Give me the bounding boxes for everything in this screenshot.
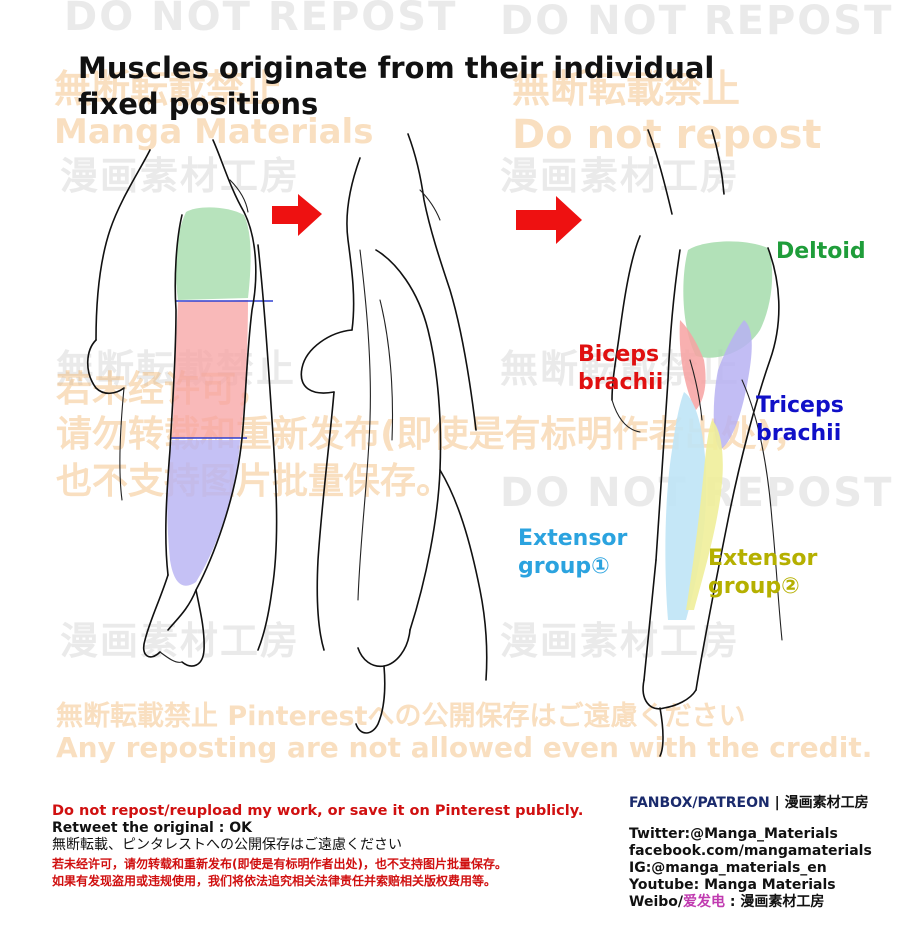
label-extensor-group-2: Extensor group② — [708, 545, 817, 601]
fig1-biceps-region — [172, 300, 248, 438]
label-deltoid-text: Deltoid — [776, 239, 866, 264]
label-biceps-brachii: Biceps brachii — [578, 341, 663, 397]
footer-notice-jp: 無断転載、ピンタレストへの公開保存はご遠慮ください — [52, 837, 402, 853]
label-extensor1-line2: group① — [518, 554, 610, 579]
platform-link[interactable]: FANBOX/PATREON — [629, 795, 770, 811]
platform-separator: | — [774, 795, 780, 811]
footer-notice: Do not repost/reupload my work, or save … — [52, 803, 583, 890]
arrow-right-icon — [516, 196, 582, 244]
footer-notice-cn-2: 如果有发现盗用或违规使用，我们将依法追究相关法律责任并索赔相关版权费用等。 — [52, 874, 497, 888]
label-extensor-group-1: Extensor group① — [518, 525, 627, 581]
label-extensor2-line1: Extensor — [708, 546, 818, 571]
fig1-forearm-region — [167, 440, 240, 586]
figure-3-muscle-map — [611, 129, 783, 757]
footer-notice-repost: Do not repost/reupload my work, or save … — [52, 803, 584, 819]
label-deltoid: Deltoid — [776, 238, 866, 266]
footer-platform-line: FANBOX/PATREON | 漫画素材工房 — [629, 795, 872, 812]
label-biceps-line2: brachii — [578, 370, 664, 395]
arrow-right-icon — [272, 194, 322, 236]
figure-1-side-arm — [86, 139, 278, 667]
weibo-highlight: 爱发电 — [683, 894, 725, 910]
label-biceps-line1: Biceps — [578, 342, 660, 367]
fig3-triceps-region — [713, 320, 752, 450]
studio-name: 漫画素材工房 — [784, 795, 869, 811]
facebook-link[interactable]: facebook.com/mangamaterials — [629, 843, 872, 859]
figure-2-torso-arm — [300, 133, 488, 734]
weibo-prefix: Weibo/ — [629, 894, 683, 910]
fig3-extensor2-region — [686, 420, 723, 610]
twitter-link[interactable]: Twitter:@Manga_Materials — [629, 826, 838, 842]
label-triceps-line1: Triceps — [756, 393, 844, 418]
fig3-deltoid-region — [683, 241, 773, 358]
footer-notice-retweet: Retweet the original : OK — [52, 820, 252, 836]
fig1-deltoid-region — [175, 207, 251, 300]
label-triceps-brachii: Triceps brachii — [756, 392, 844, 448]
label-extensor2-line2: group② — [708, 574, 800, 599]
fig3-biceps-region — [679, 320, 706, 410]
label-triceps-line2: brachii — [756, 421, 842, 446]
weibo-suffix: : 漫画素材工房 — [725, 894, 825, 910]
footer-contacts: FANBOX/PATREON | 漫画素材工房 Twitter:@Manga_M… — [629, 795, 872, 911]
diagram-title: Muscles originate from their individual … — [78, 51, 715, 121]
label-extensor1-line1: Extensor — [518, 526, 628, 551]
weibo-line[interactable]: Weibo/爱发电 : 漫画素材工房 — [629, 894, 872, 911]
youtube-link[interactable]: Youtube: Manga Materials — [629, 877, 836, 893]
footer-notice-cn-1: 若未经许可，请勿转载和重新发布(即使是有标明作者出处)，也不支持图片批量保存。 — [52, 857, 507, 871]
instagram-link[interactable]: IG:@manga_materials_en — [629, 860, 827, 876]
